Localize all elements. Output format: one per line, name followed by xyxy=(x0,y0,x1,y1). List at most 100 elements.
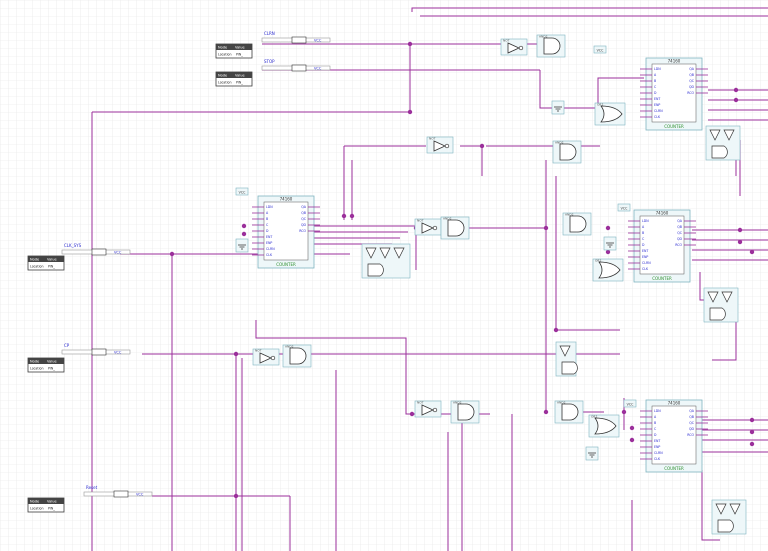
counter-pin-in: CLRN xyxy=(654,451,663,455)
gnd-glyph xyxy=(588,452,596,458)
counter-74160: 74160LDNABCDENTENPCLRNCLKQAQBQCQDRCOCOUN… xyxy=(640,57,708,131)
and-gate-body xyxy=(561,403,579,421)
bank-gate xyxy=(365,247,377,259)
junction-dot xyxy=(233,493,239,499)
and-gate: AND2 xyxy=(562,213,592,236)
not-bubble xyxy=(270,355,276,361)
counter-pin-in: D xyxy=(654,91,657,95)
not-gate-body xyxy=(421,222,434,234)
bank-and-body xyxy=(367,263,384,277)
pin-value: VCC xyxy=(114,351,122,355)
junction-dot xyxy=(407,41,413,47)
bank-gate xyxy=(393,247,405,259)
vcc-frame xyxy=(617,203,631,212)
gate-bank xyxy=(555,341,578,377)
counter-pin-in: ENP xyxy=(654,445,660,449)
counter-pin-out: QD xyxy=(689,85,695,89)
and-gate-body xyxy=(543,37,561,55)
not-gate: NOT xyxy=(414,401,442,418)
pin-symbol xyxy=(91,348,107,356)
gnd-symbol xyxy=(551,100,565,115)
counter-pin-out: RCO xyxy=(687,433,694,437)
or-gate: OR2 xyxy=(588,415,620,438)
table-header xyxy=(28,358,64,364)
counter-pin-in: ENT xyxy=(266,235,272,239)
table-location-value: PIN_ xyxy=(48,367,55,371)
wire xyxy=(539,70,596,109)
counter-pin-in: B xyxy=(654,421,656,425)
table-location-value: PIN_ xyxy=(236,53,243,57)
pin-name: Reset xyxy=(86,485,98,490)
junction-dot xyxy=(241,223,247,229)
pin-symbol xyxy=(291,36,307,44)
counter-pin-out: QA xyxy=(689,67,695,71)
counter-pin-in: D xyxy=(654,433,657,437)
table-col-value: Value xyxy=(235,46,245,50)
counter-pin-in: CLRN xyxy=(266,247,275,251)
table-location-value: PIN_ xyxy=(236,81,243,85)
counter-pin-in: ENT xyxy=(654,97,660,101)
gate-label: OR2 xyxy=(595,259,601,263)
counter-pin-out: QC xyxy=(689,79,695,83)
counter-pin-out: QB xyxy=(689,73,694,77)
table-location-value: PIN_ xyxy=(48,265,55,269)
counter-pin-in: LDN xyxy=(642,219,649,223)
bank-gate xyxy=(729,503,741,515)
bank-gate xyxy=(723,129,735,141)
counter-pin-in: CLK xyxy=(642,267,649,271)
gnd-glyph xyxy=(554,106,562,112)
gate-label: AND2 xyxy=(539,35,548,39)
bank-gate xyxy=(559,345,571,357)
bank-gate xyxy=(707,291,719,303)
junction-dot xyxy=(737,227,743,233)
counter-pin-in: A xyxy=(654,73,657,77)
table-header xyxy=(28,498,64,504)
gate-label: NOT xyxy=(429,137,436,141)
bank-gate xyxy=(379,247,391,259)
counter-pin-in: LDN xyxy=(654,409,661,413)
junction-dot xyxy=(629,437,635,443)
gnd-glyph xyxy=(606,242,614,248)
table-location-label: Location xyxy=(218,81,231,85)
not-gate-body xyxy=(433,140,446,152)
counter-pin-out: QA xyxy=(689,409,695,413)
junction-dot xyxy=(543,225,549,231)
counter-pin-out: QD xyxy=(689,427,695,431)
counter-pin-out: RCO xyxy=(687,91,694,95)
pin-value: VCC xyxy=(136,493,144,497)
table-location-label: Location xyxy=(30,265,43,269)
gnd-symbol xyxy=(235,238,249,253)
gate-bank xyxy=(705,125,741,161)
and-gate-body xyxy=(447,219,465,237)
junction-dot xyxy=(749,429,755,435)
and-gate: AND2 xyxy=(552,141,582,164)
gnd-frame xyxy=(235,238,249,253)
junction-dot xyxy=(349,213,355,219)
gate-label: AND2 xyxy=(555,141,564,145)
bank-gate xyxy=(709,129,721,141)
junction-dot xyxy=(407,109,413,115)
table-col-node: Node xyxy=(30,258,39,262)
pin-value: VCC xyxy=(114,251,122,255)
counter-pin-in: C xyxy=(642,237,645,241)
junction-dot xyxy=(605,225,611,231)
and-gate-body xyxy=(289,347,307,365)
and-gate: AND2 xyxy=(554,401,584,424)
counter-pin-out: QA xyxy=(301,205,307,209)
gate-label: NOT xyxy=(417,401,424,405)
counter-pin-in: B xyxy=(642,231,644,235)
counter-pin-out: QC xyxy=(301,217,307,221)
counter-pin-in: A xyxy=(266,211,269,215)
counter-footer: COUNTER xyxy=(664,466,684,471)
junction-dot xyxy=(553,327,559,333)
vcc-symbol: VCC xyxy=(617,203,631,212)
